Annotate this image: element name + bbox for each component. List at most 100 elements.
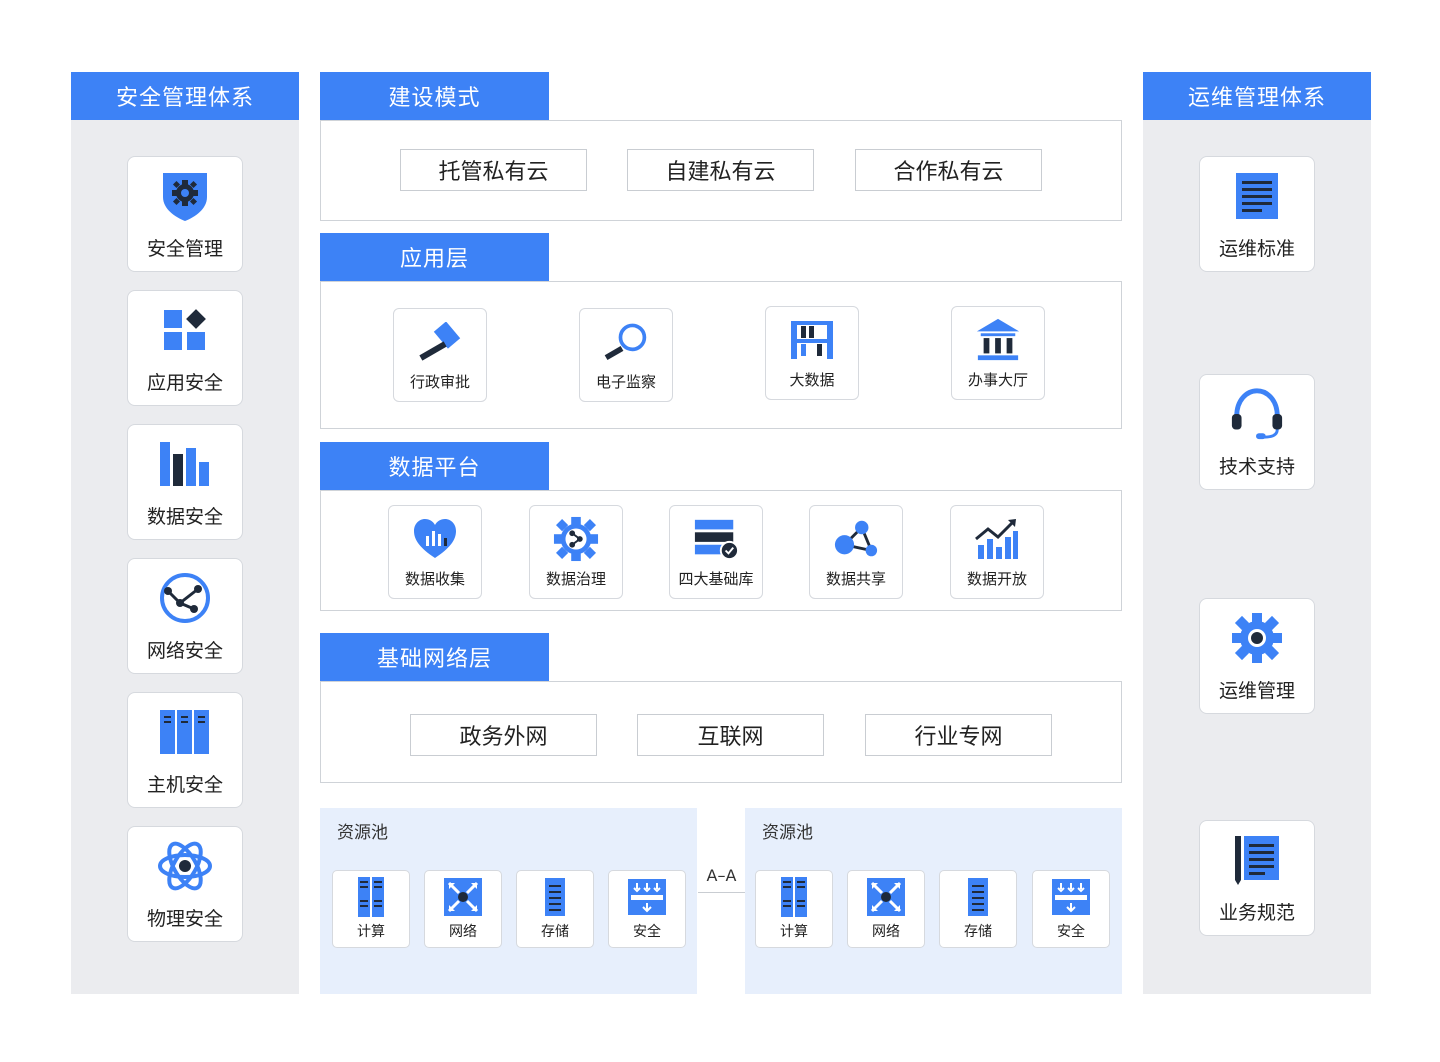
internet-button[interactable]: 互联网 — [637, 714, 824, 756]
big-data-card[interactable]: 大数据 — [765, 306, 859, 400]
trend-chart-icon — [974, 516, 1020, 562]
security-system-title: 安全管理体系 — [71, 72, 299, 120]
network-layer-box: 政务外网 互联网 行业专网 — [320, 681, 1122, 783]
business-spec-label: 业务规范 — [1218, 901, 1295, 924]
headset-icon — [1229, 386, 1285, 442]
share-nodes-icon — [833, 516, 879, 562]
compute-icon — [774, 877, 814, 917]
network-security-label: 网络安全 — [146, 639, 223, 662]
gov-extranet-button[interactable]: 政务外网 — [410, 714, 597, 756]
hosted-private-cloud-button[interactable]: 托管私有云 — [400, 149, 587, 191]
ops-management-label: 运维管理 — [1218, 679, 1295, 702]
security-card[interactable]: 安全 — [1032, 870, 1110, 948]
network-security-card[interactable]: 网络安全 — [127, 558, 243, 674]
operations-system-title: 运维管理体系 — [1143, 72, 1371, 120]
network-switch-icon — [443, 877, 483, 917]
host-security-label: 主机安全 — [146, 773, 223, 796]
network-label: 网络 — [449, 924, 477, 940]
app-blocks-icon — [157, 302, 213, 358]
e-supervision-card[interactable]: 电子监察 — [579, 308, 673, 402]
tech-support-label: 技术支持 — [1218, 455, 1295, 478]
industry-network-button[interactable]: 行业专网 — [865, 714, 1052, 756]
security-management-card[interactable]: 安全管理 — [127, 156, 243, 272]
big-data-label: 大数据 — [789, 370, 835, 389]
build-mode-header: 建设模式 — [320, 72, 549, 120]
storage-icon — [958, 877, 998, 917]
hall-building-icon — [975, 317, 1021, 363]
network-label: 网络 — [872, 924, 900, 940]
data-security-label: 数据安全 — [146, 505, 223, 528]
atom-icon — [157, 838, 213, 894]
shield-gear-icon — [157, 168, 213, 224]
admin-approval-card[interactable]: 行政审批 — [393, 308, 487, 402]
service-hall-label: 办事大厅 — [967, 370, 1028, 389]
data-sharing-card[interactable]: 数据共享 — [809, 505, 903, 599]
network-card[interactable]: 网络 — [847, 870, 925, 948]
e-supervision-label: 电子监察 — [595, 372, 656, 391]
resource-pool-left: 资源池 计算 网络 — [320, 808, 697, 994]
data-opening-card[interactable]: 数据开放 — [950, 505, 1044, 599]
admin-approval-label: 行政审批 — [409, 372, 470, 391]
storage-icon — [535, 877, 575, 917]
self-built-private-cloud-button[interactable]: 自建私有云 — [627, 149, 814, 191]
storage-card[interactable]: 存储 — [516, 870, 594, 948]
data-platform-box: 数据收集 数据治理 — [320, 490, 1122, 611]
four-base-libraries-card[interactable]: 四大基础库 — [669, 505, 763, 599]
security-label: 安全 — [633, 924, 661, 940]
service-hall-card[interactable]: 办事大厅 — [951, 306, 1045, 400]
data-security-card[interactable]: 数据安全 — [127, 424, 243, 540]
globe-network-icon — [157, 570, 213, 626]
data-sharing-label: 数据共享 — [825, 569, 886, 588]
gear-share-icon — [553, 516, 599, 562]
four-base-libraries-label: 四大基础库 — [678, 569, 754, 588]
firewall-icon — [1051, 877, 1091, 917]
tech-support-card[interactable]: 技术支持 — [1199, 374, 1315, 490]
security-system-column: 安全管理体系 安全管理 — [71, 72, 299, 994]
resource-pool-right: 资源池 计算 网络 — [745, 808, 1122, 994]
app-layer-header: 应用层 — [320, 233, 549, 281]
compute-card[interactable]: 计算 — [755, 870, 833, 948]
data-opening-label: 数据开放 — [966, 569, 1027, 588]
server-rack-icon — [157, 704, 213, 760]
compute-card[interactable]: 计算 — [332, 870, 410, 948]
gavel-icon — [417, 319, 463, 365]
gear-icon — [1229, 610, 1285, 666]
app-layer-box: 行政审批 电子监察 大数据 — [320, 281, 1122, 429]
abacus-icon — [789, 317, 835, 363]
build-mode-box: 托管私有云 自建私有云 合作私有云 — [320, 120, 1122, 221]
magnifier-icon — [603, 319, 649, 365]
network-layer-header: 基础网络层 — [320, 633, 549, 681]
application-security-card[interactable]: 应用安全 — [127, 290, 243, 406]
physical-security-card[interactable]: 物理安全 — [127, 826, 243, 942]
storage-label: 存储 — [541, 924, 569, 940]
storage-label: 存储 — [964, 924, 992, 940]
compute-label: 计算 — [357, 924, 385, 940]
compute-icon — [351, 877, 391, 917]
compute-label: 计算 — [780, 924, 808, 940]
ops-management-card[interactable]: 运维管理 — [1199, 598, 1315, 714]
storage-card[interactable]: 存储 — [939, 870, 1017, 948]
network-card[interactable]: 网络 — [424, 870, 502, 948]
business-spec-card[interactable]: 业务规范 — [1199, 820, 1315, 936]
data-collection-card[interactable]: 数据收集 — [388, 505, 482, 599]
application-security-label: 应用安全 — [146, 371, 223, 394]
document-lines-icon — [1229, 168, 1285, 224]
database-check-icon — [693, 516, 739, 562]
host-security-card[interactable]: 主机安全 — [127, 692, 243, 808]
firewall-icon — [627, 877, 667, 917]
bar-chart-icon — [157, 436, 213, 492]
data-platform-header: 数据平台 — [320, 442, 549, 490]
partner-private-cloud-button[interactable]: 合作私有云 — [855, 149, 1042, 191]
resource-pool-title: 资源池 — [762, 823, 813, 843]
security-card[interactable]: 安全 — [608, 870, 686, 948]
data-collection-label: 数据收集 — [404, 569, 465, 588]
data-governance-card[interactable]: 数据治理 — [529, 505, 623, 599]
network-switch-icon — [866, 877, 906, 917]
ops-standard-label: 运维标准 — [1218, 237, 1295, 260]
security-label: 安全 — [1057, 924, 1085, 940]
data-governance-label: 数据治理 — [545, 569, 606, 588]
security-management-label: 安全管理 — [146, 237, 223, 260]
ops-standard-card[interactable]: 运维标准 — [1199, 156, 1315, 272]
active-active-line — [698, 892, 745, 893]
resource-pool-title: 资源池 — [337, 823, 388, 843]
